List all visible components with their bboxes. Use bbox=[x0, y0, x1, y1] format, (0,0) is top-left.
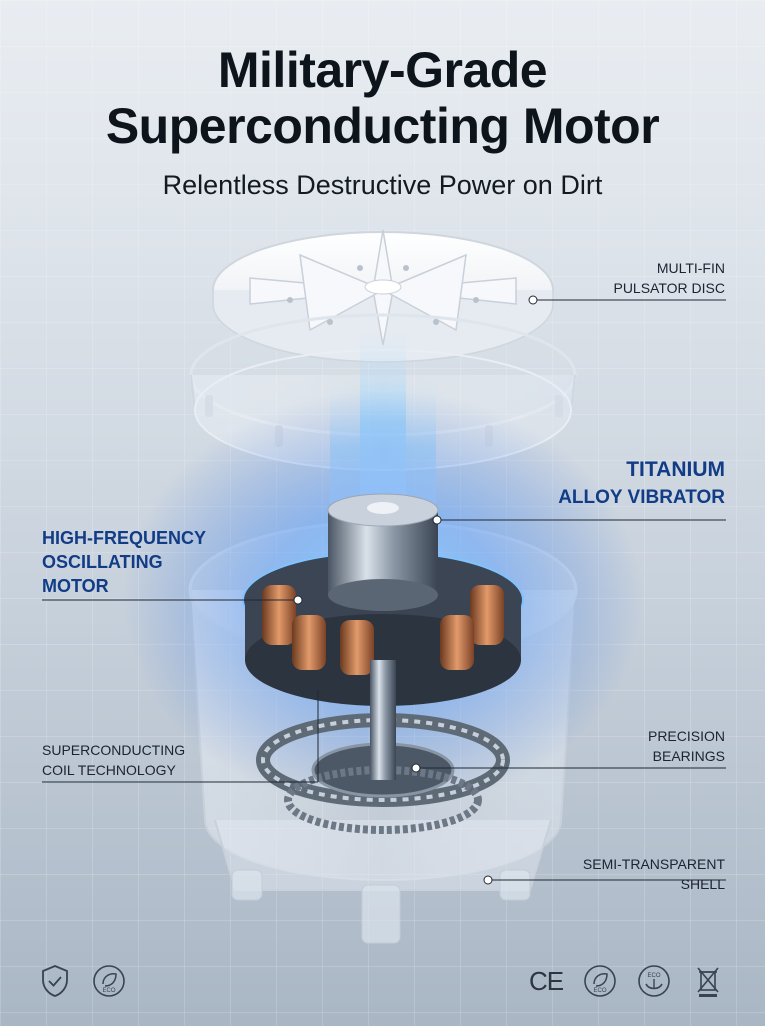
callout-motor-line1: HIGH-FREQUENCY bbox=[42, 528, 207, 548]
callout-vibrator: TITANIUM ALLOY VIBRATOR bbox=[558, 456, 725, 512]
callout-pulsator-line2: PULSATOR DISC bbox=[613, 280, 725, 296]
callout-coil: SUPERCONDUCTING COIL TECHNOLOGY bbox=[42, 740, 185, 780]
page-title: Military-Grade Superconducting Motor bbox=[0, 42, 765, 154]
callout-pulsator-line1: MULTI-FIN bbox=[656, 260, 725, 276]
leader-lines bbox=[42, 295, 726, 885]
pulsator-disc bbox=[212, 229, 554, 363]
callout-coil-line1: SUPERCONDUCTING bbox=[42, 742, 186, 758]
title-line-2: Superconducting Motor bbox=[105, 98, 660, 154]
callout-motor-line3: MOTOR bbox=[42, 576, 109, 596]
callout-motor: HIGH-FREQUENCY OSCILLATING MOTOR bbox=[42, 526, 206, 598]
callout-pulsator: MULTI-FIN PULSATOR DISC bbox=[613, 258, 725, 298]
callout-vibrator-line2: ALLOY VIBRATOR bbox=[558, 487, 725, 508]
eco-badge-text: ECO bbox=[102, 988, 115, 994]
callout-bearings-line2: BEARINGS bbox=[652, 748, 725, 764]
eco-leaf-icon: ECO bbox=[92, 964, 126, 998]
callout-bearings: PRECISION BEARINGS bbox=[648, 726, 725, 766]
badges-left: ECO bbox=[38, 964, 126, 998]
weee-bin-icon bbox=[691, 964, 725, 998]
precision-bearings bbox=[256, 660, 510, 834]
eco-badge-text-3: ECO bbox=[647, 973, 660, 979]
badges-right: CE ECO ECO bbox=[529, 964, 725, 998]
page-subtitle: Relentless Destructive Power on Dirt bbox=[162, 170, 603, 200]
ce-mark-icon: CE bbox=[528, 964, 564, 998]
callout-bearings-line1: PRECISION bbox=[647, 728, 725, 744]
callout-coil-line2: COIL TECHNOLOGY bbox=[42, 762, 176, 778]
callout-vibrator-line1: TITANIUM bbox=[626, 458, 725, 481]
callout-shell: SEMI-TRANSPARENT SHELL bbox=[583, 854, 725, 894]
shield-check-icon bbox=[38, 964, 72, 998]
eco-badge-text-2: ECO bbox=[593, 988, 606, 994]
ce-mark-text: CE bbox=[528, 965, 564, 996]
titanium-vibrator bbox=[327, 493, 439, 611]
eco-leaf-icon: ECO bbox=[583, 964, 617, 998]
callout-shell-line2: SHELL bbox=[680, 876, 725, 892]
callout-shell-line1: SEMI-TRANSPARENT bbox=[582, 856, 725, 872]
eco-hands-icon: ECO bbox=[637, 964, 671, 998]
callout-motor-line2: OSCILLATING bbox=[42, 552, 163, 572]
title-line-1: Military-Grade bbox=[217, 42, 548, 98]
